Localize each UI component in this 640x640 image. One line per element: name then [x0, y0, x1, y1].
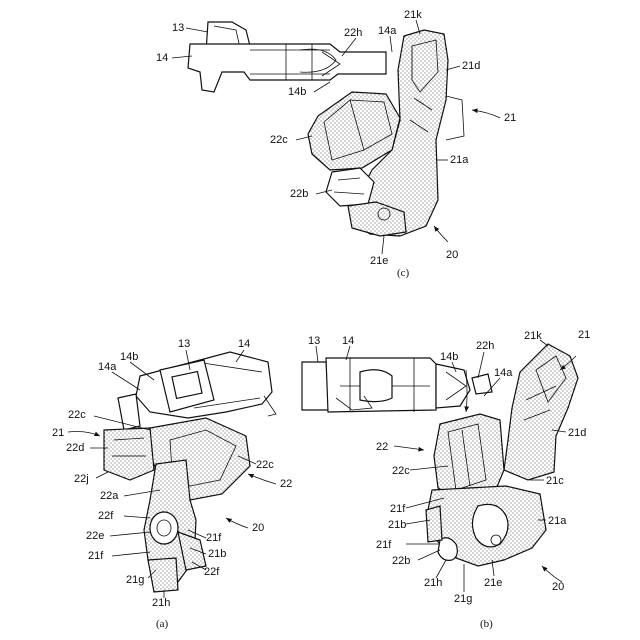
- label-14a: 14a: [98, 361, 117, 373]
- figure-b: 13 14 14b 22h 21k 21 14a 21d 22 22c 21c …: [302, 329, 590, 630]
- label-14: 14: [342, 335, 354, 347]
- figure-c-drawing: [188, 22, 464, 236]
- label-14b: 14b: [120, 351, 138, 363]
- label-22h: 22h: [476, 340, 494, 352]
- caption-c: (c): [397, 267, 410, 279]
- label-21k: 21k: [404, 9, 422, 21]
- label-13: 13: [308, 335, 320, 347]
- label-22a: 22a: [100, 490, 119, 502]
- label-20: 20: [552, 581, 564, 593]
- label-21c: 21c: [546, 475, 564, 487]
- label-21a: 21a: [450, 154, 469, 166]
- label-14: 14: [238, 338, 250, 350]
- figure-a: 13 14 14b 14a 22c 21 22d 22c 22j 22 22a …: [52, 338, 292, 630]
- label-21k: 21k: [524, 330, 542, 342]
- figure-c: 13 14 22h 14a 21k 21d 21 14b 22c 21a 22b…: [156, 9, 516, 279]
- label-14b: 14b: [440, 351, 458, 363]
- label-13: 13: [178, 338, 190, 350]
- figure-b-drawing: [302, 344, 578, 566]
- label-21a: 21a: [548, 515, 567, 527]
- caption-a: (a): [156, 618, 169, 630]
- label-21b: 21b: [388, 519, 406, 531]
- label-21f-left: 21f: [88, 550, 104, 562]
- label-22: 22: [280, 478, 292, 490]
- label-22e: 22e: [86, 530, 104, 542]
- label-20: 20: [446, 249, 458, 261]
- label-21: 21: [504, 112, 516, 124]
- label-22c-right: 22c: [256, 459, 274, 471]
- label-21g: 21g: [454, 593, 472, 605]
- label-13: 13: [172, 22, 184, 34]
- label-21: 21: [52, 427, 64, 439]
- label-22d: 22d: [66, 442, 84, 454]
- label-22h: 22h: [344, 27, 362, 39]
- label-21d: 21d: [568, 427, 586, 439]
- label-22j: 22j: [74, 473, 89, 485]
- label-21f-top: 21f: [390, 503, 406, 515]
- label-22: 22: [376, 441, 388, 453]
- label-21f-right: 21f: [206, 532, 222, 544]
- label-22f-bottom: 22f: [204, 566, 220, 578]
- label-22c-left: 22c: [68, 409, 86, 421]
- label-21d: 21d: [462, 60, 480, 72]
- label-21e: 21e: [484, 577, 502, 589]
- label-21h: 21h: [152, 597, 170, 609]
- label-22c: 22c: [392, 465, 410, 477]
- caption-b: (b): [480, 618, 493, 630]
- label-14a: 14a: [378, 25, 397, 37]
- label-22b: 22b: [392, 555, 410, 567]
- label-21e: 21e: [370, 255, 388, 267]
- label-20: 20: [252, 522, 264, 534]
- label-21g: 21g: [126, 574, 144, 586]
- label-21: 21: [578, 329, 590, 341]
- label-14b: 14b: [288, 86, 306, 98]
- figure-a-drawing: [104, 352, 276, 592]
- label-14a: 14a: [494, 367, 513, 379]
- label-21h: 21h: [424, 577, 442, 589]
- label-22c: 22c: [270, 134, 288, 146]
- label-14: 14: [156, 52, 168, 64]
- label-21b: 21b: [208, 548, 226, 560]
- label-22f-top: 22f: [98, 510, 114, 522]
- label-21f-bottom: 21f: [376, 539, 392, 551]
- label-22b: 22b: [290, 188, 308, 200]
